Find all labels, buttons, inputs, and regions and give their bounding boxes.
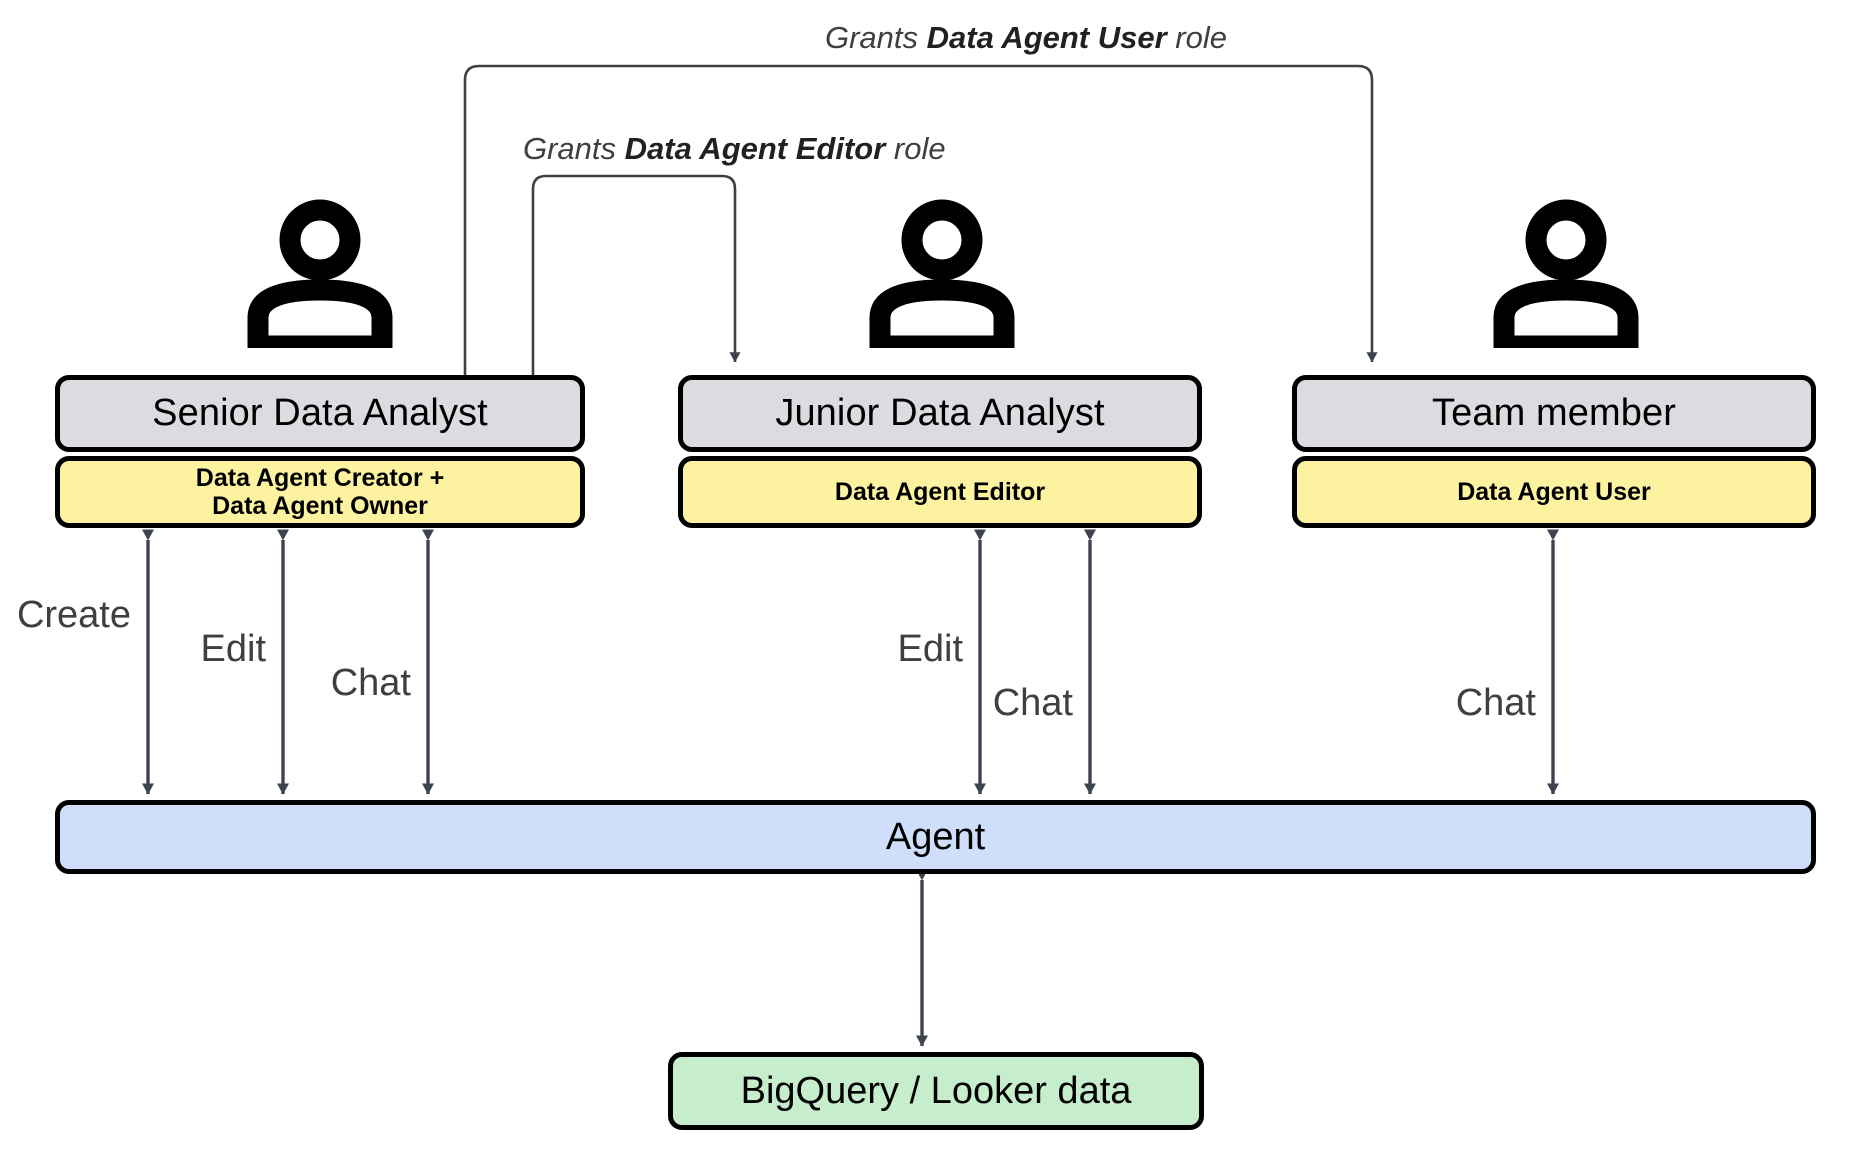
grant-suffix: role <box>1166 20 1227 55</box>
actor-junior-data-analyst[interactable]: Junior Data Analyst Data Agent Editor <box>678 375 1202 528</box>
actor-role-label: Senior Data Analyst <box>55 375 585 452</box>
grant-caption-data-agent-user: Grants Data Agent User role <box>825 20 1227 56</box>
grant-prefix: Grants <box>523 131 625 166</box>
agent-box[interactable]: Agent <box>55 800 1816 874</box>
flow-label-create-senior: Create <box>16 594 131 636</box>
actor-permission-badge: Data Agent User <box>1292 456 1816 528</box>
actor-team-member[interactable]: Team member Data Agent User <box>1292 375 1816 528</box>
permission-line-1: Data Agent Creator + <box>195 464 445 492</box>
flow-label-chat-team: Chat <box>1455 682 1536 724</box>
datasource-box[interactable]: BigQuery / Looker data <box>668 1052 1204 1130</box>
grant-role: Data Agent User <box>926 20 1167 55</box>
flow-label-chat-senior: Chat <box>330 662 411 704</box>
actor-permission-badge: Data Agent Creator + Data Agent Owner <box>55 456 585 528</box>
grant-suffix: role <box>885 131 946 166</box>
actor-role-label: Team member <box>1292 375 1816 452</box>
grant-caption-data-agent-editor: Grants Data Agent Editor role <box>523 131 946 167</box>
grant-prefix: Grants <box>825 20 927 55</box>
flow-label-chat-junior: Chat <box>992 682 1073 724</box>
agent-label: Agent <box>885 815 986 858</box>
connector-grant-data-agent-editor <box>531 174 741 378</box>
flow-label-edit-senior: Edit <box>200 628 266 670</box>
person-icon <box>1493 199 1639 348</box>
person-icon <box>869 199 1015 348</box>
actor-role-label: Junior Data Analyst <box>678 375 1202 452</box>
flow-label-edit-junior: Edit <box>897 628 963 670</box>
actor-senior-data-analyst[interactable]: Senior Data Analyst Data Agent Creator +… <box>55 375 585 528</box>
permission-line-2: Data Agent Owner <box>212 492 428 520</box>
grant-role: Data Agent Editor <box>624 131 886 166</box>
datasource-label: BigQuery / Looker data <box>740 1069 1132 1112</box>
person-icon <box>247 199 393 348</box>
actor-permission-badge: Data Agent Editor <box>678 456 1202 528</box>
